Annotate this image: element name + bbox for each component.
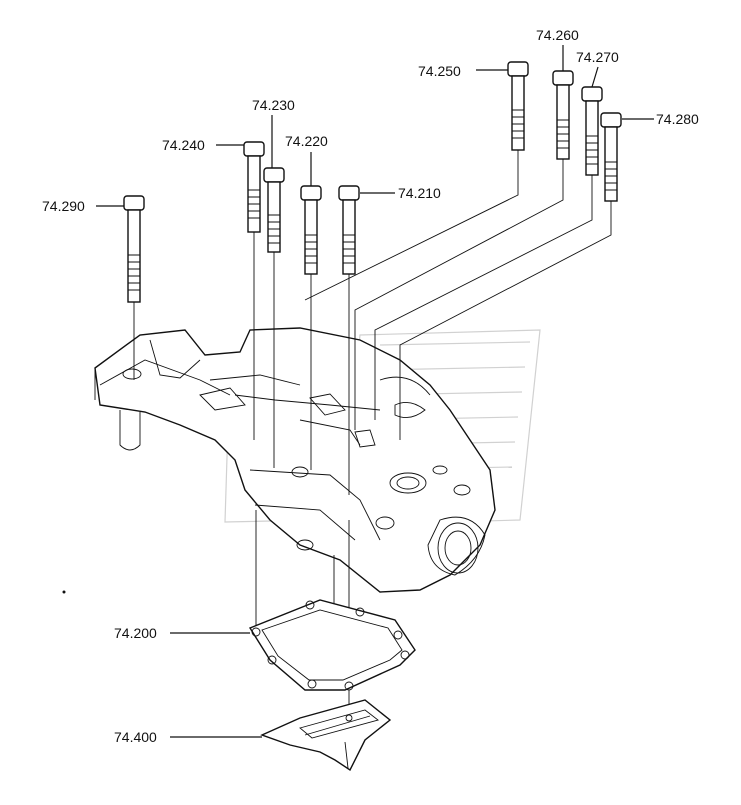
- callout-74-290: 74.290: [42, 198, 85, 214]
- callout-74-280: 74.280: [656, 111, 699, 127]
- bolt-74-260: [552, 70, 574, 160]
- gasket-74-200: [248, 599, 416, 691]
- bolt-74-250: [507, 61, 529, 151]
- speck: [62, 590, 66, 594]
- callout-74-210: 74.210: [398, 185, 441, 201]
- callout-74-240: 74.240: [162, 137, 205, 153]
- bolt-74-220: [300, 185, 322, 275]
- callout-74-250: 74.250: [418, 63, 461, 79]
- callout-74-230: 74.230: [252, 97, 295, 113]
- callout-labels: 74.290 74.240 74.230 74.220 74.210 74.25…: [42, 27, 699, 745]
- bolt-74-210: [338, 185, 360, 275]
- leader-lines: [96, 45, 654, 738]
- assembly-guide-lines: [133, 150, 612, 720]
- gear-housing: [94, 327, 496, 593]
- bolt-74-270: [581, 86, 603, 176]
- bolt-74-230: [263, 167, 285, 253]
- callout-74-270: 74.270: [576, 49, 619, 65]
- bolt-74-240: [243, 141, 265, 233]
- plate-74-400: [260, 699, 392, 772]
- callout-74-200: 74.200: [114, 625, 157, 641]
- bolt-74-280: [600, 112, 622, 202]
- callout-74-220: 74.220: [285, 133, 328, 149]
- callout-74-400: 74.400: [114, 729, 157, 745]
- callout-74-260: 74.260: [536, 27, 579, 43]
- bolt-74-290: [123, 195, 145, 303]
